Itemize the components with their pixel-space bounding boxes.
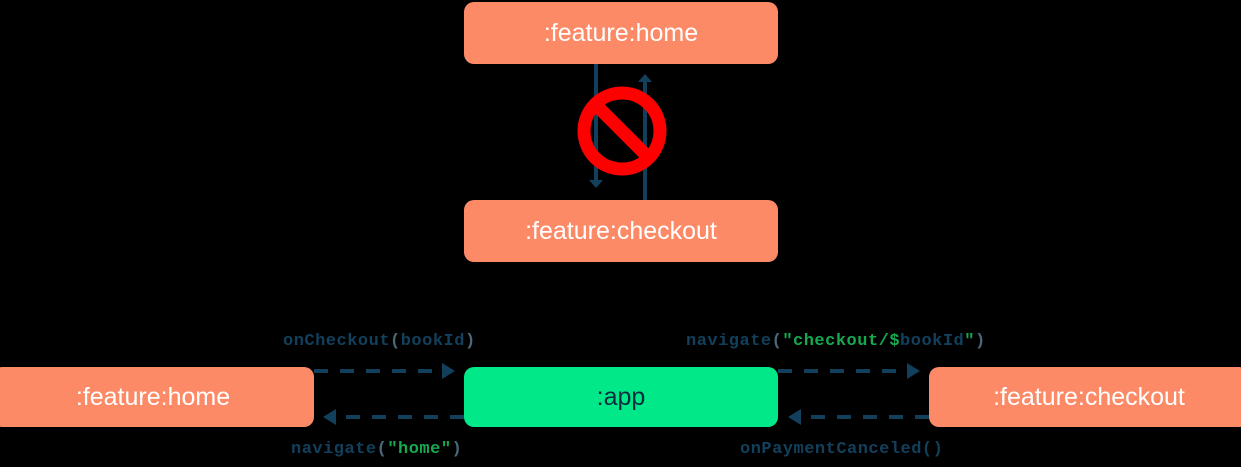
- token-arg-oncheckout: bookId: [400, 332, 465, 351]
- token-paren-close-oncheckout: ): [464, 332, 476, 351]
- token-fn-oncheckout: onCheckout: [283, 332, 391, 351]
- edge-label-oncheckout: onCheckout(bookId): [283, 332, 476, 351]
- forbidden-icon: [577, 86, 667, 176]
- node-feature-checkout-top[interactable]: :feature:checkout: [464, 200, 778, 262]
- edge-label-navigate-home: navigate("home"): [291, 440, 462, 459]
- edge-label-onpaymentcanceled: onPaymentCanceled(): [740, 440, 943, 459]
- token-fn-navigate-checkout: navigate: [686, 332, 772, 351]
- node-app[interactable]: :app: [464, 367, 778, 427]
- edge-label-navigate-checkout: navigate("checkout/$bookId"): [686, 332, 986, 351]
- token-string-close-navigate-checkout: ": [964, 332, 975, 351]
- token-arg-navigate-checkout: bookId: [900, 332, 965, 351]
- token-string-open-navigate-checkout: "checkout/$: [782, 332, 901, 351]
- token-paren-open-oncheckout: (: [390, 332, 401, 351]
- token-paren-open-navigate-home: (: [376, 440, 388, 459]
- token-paren-close-navigate-home: ): [451, 440, 463, 459]
- node-feature-checkout-bottom[interactable]: :feature:checkout: [929, 367, 1241, 427]
- token-paren-close-navigate-checkout: ): [974, 332, 986, 351]
- token-fn-navigate-home: navigate: [291, 440, 377, 459]
- token-string-navigate-home: "home": [387, 440, 452, 459]
- token-paren-open-navigate-checkout: (: [771, 332, 783, 351]
- token-fn-onpaymentcanceled: onPaymentCanceled(): [740, 440, 944, 459]
- node-feature-home-bottom[interactable]: :feature:home: [0, 367, 314, 427]
- node-feature-home-top[interactable]: :feature:home: [464, 2, 778, 64]
